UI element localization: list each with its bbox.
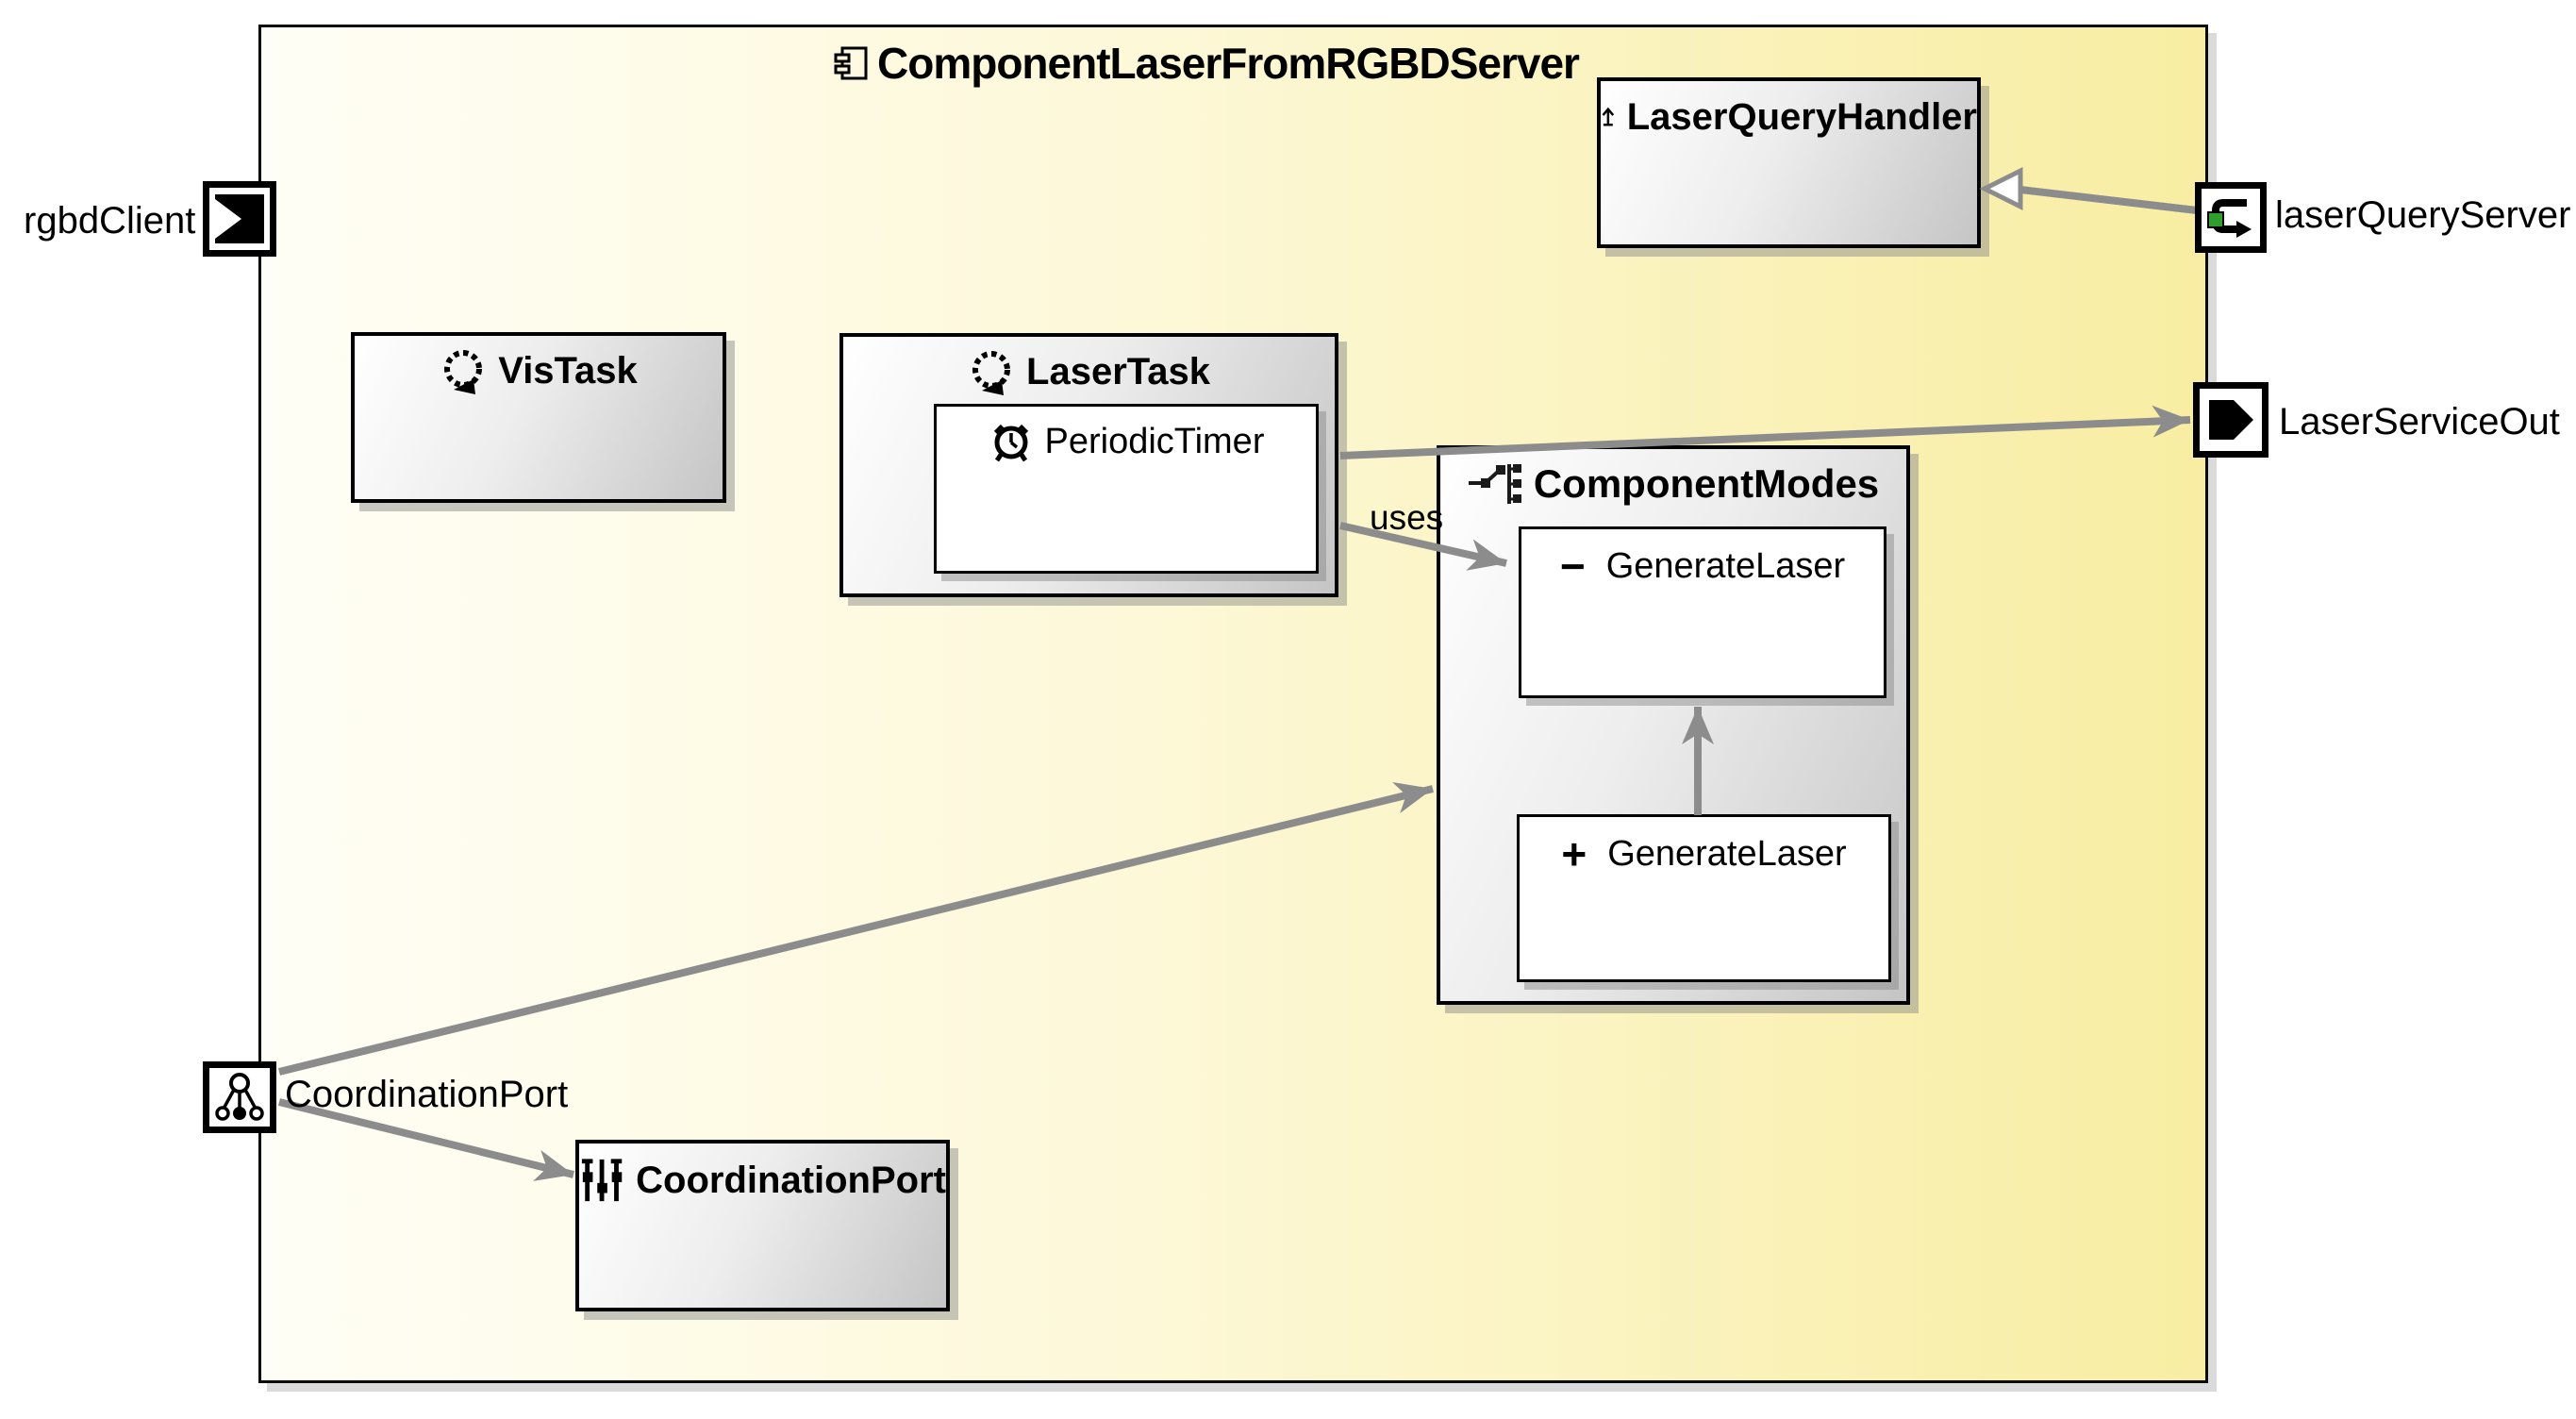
up-arrow-icon xyxy=(1602,107,1615,126)
edge-coordinationport-to-coordination-box[interactable] xyxy=(278,1098,574,1181)
visibility-public-glyph: + xyxy=(1561,829,1587,878)
edge-handler-to-laserqueryserver[interactable] xyxy=(2019,186,2198,214)
node-label: LaserTask xyxy=(1026,350,1210,392)
port-laser-service-out[interactable] xyxy=(2193,382,2269,458)
port-label-rgbd-client: rgbdClient xyxy=(24,200,196,242)
sliders-icon xyxy=(581,1159,623,1202)
node-label: GenerateLaser xyxy=(1607,833,1847,874)
modes-tree-icon xyxy=(1468,464,1521,504)
diagram-title-row: ComponentLaserFromRGBDServer xyxy=(834,38,1580,89)
node-label: GenerateLaser xyxy=(1605,545,1846,586)
edge-handler-triangle[interactable] xyxy=(1979,166,2023,211)
diagram-title: ComponentLaserFromRGBDServer xyxy=(877,39,1580,88)
node-periodic-timer[interactable]: PeriodicTimer xyxy=(934,404,1319,574)
node-label: VisTask xyxy=(498,349,638,392)
port-label-laser-service-out: LaserServiceOut xyxy=(2279,401,2560,442)
uses-edge-label: uses xyxy=(1370,498,1444,537)
port-label-coordination: CoordinationPort xyxy=(285,1074,569,1115)
edge-coordinationport-to-componentmodes[interactable] xyxy=(278,782,1434,1076)
port-label-laser-query-server: laserQueryServer xyxy=(2275,194,2571,236)
node-generate-laser-private[interactable]: − GenerateLaser xyxy=(1519,526,1886,698)
node-label: ComponentModes xyxy=(1533,461,1880,506)
node-coordination-port[interactable]: CoordinationPort xyxy=(575,1140,950,1311)
port-laser-query-server[interactable] xyxy=(2195,182,2267,253)
task-loop-icon xyxy=(972,351,1011,395)
node-label: LaserQueryHandler xyxy=(1626,95,1977,138)
node-vis-task[interactable]: VisTask xyxy=(351,332,726,503)
task-loop-icon xyxy=(444,350,483,394)
node-label: PeriodicTimer xyxy=(1044,421,1265,461)
node-generate-laser-public[interactable]: + GenerateLaser xyxy=(1517,814,1891,982)
component-icon xyxy=(834,46,868,80)
coordination-tree-icon xyxy=(215,1073,264,1121)
alarm-clock-icon xyxy=(993,424,1028,462)
edge-lasertask-to-laserserviceout[interactable] xyxy=(1339,405,2191,459)
client-port-icon xyxy=(215,194,264,243)
node-laser-query-handler[interactable]: LaserQueryHandler xyxy=(1597,77,1981,248)
node-label: CoordinationPort xyxy=(636,1159,946,1201)
query-server-port-icon xyxy=(2207,198,2252,238)
service-out-port-icon xyxy=(2209,400,2253,440)
port-coordination[interactable] xyxy=(203,1061,276,1133)
edge-lasertask-uses-generatelaser[interactable] xyxy=(1339,522,1507,571)
visibility-private-glyph: − xyxy=(1559,542,1586,591)
port-rgbd-client[interactable] xyxy=(203,181,276,257)
